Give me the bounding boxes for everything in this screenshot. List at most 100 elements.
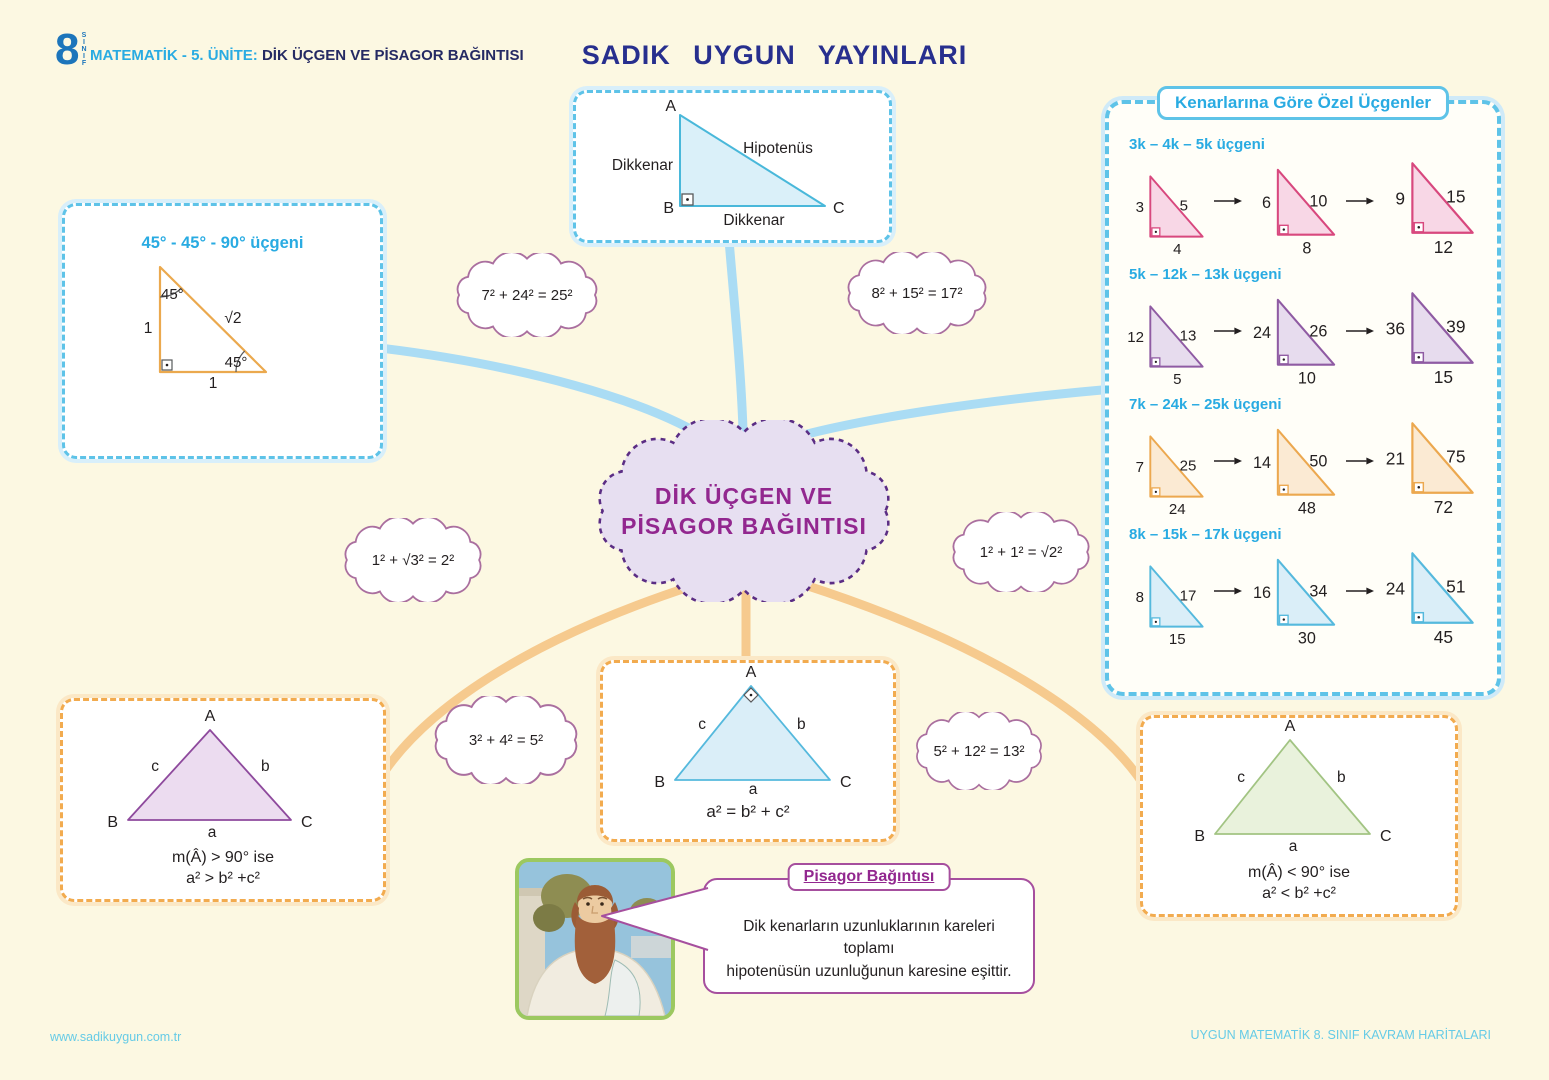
- svg-text:25: 25: [1180, 457, 1197, 474]
- svg-text:b: b: [261, 758, 270, 775]
- section-title: 8k – 15k – 17k üçgeni: [1129, 526, 1282, 543]
- svg-text:45: 45: [1434, 627, 1453, 647]
- svg-text:50: 50: [1309, 453, 1327, 471]
- scale-arrow-icon: [1213, 587, 1242, 595]
- svg-text:B: B: [654, 774, 665, 791]
- svg-text:17: 17: [1180, 587, 1197, 604]
- scale-arrow-icon: [1213, 457, 1242, 465]
- acute-triangle-figure: A B C c b a: [1194, 718, 1391, 855]
- website-link[interactable]: www.sadikuygun.com.tr: [50, 1030, 182, 1044]
- svg-text:b: b: [797, 716, 806, 733]
- speech-pointer: [601, 887, 709, 951]
- central-topic-cloud: DİK ÜÇGEN VE PİSAGOR BAĞINTISI: [588, 420, 900, 602]
- svg-text:8: 8: [1136, 589, 1144, 606]
- grade-number: 8: [55, 25, 80, 74]
- triangle-8-15-17: 8 17 15: [1136, 565, 1204, 648]
- triangle-10-24-26: 24 26 10: [1253, 298, 1335, 387]
- svg-text:A: A: [746, 664, 757, 681]
- triangle-21-72-75: 21 75 72: [1386, 422, 1474, 517]
- bubble-text-line-1: Dik kenarların uzunluklarının kareleri t…: [743, 918, 995, 958]
- section-5k-12k-13k: 5k – 12k – 13k üçgeni 12 13 5 24 26 10: [1113, 266, 1493, 392]
- left-box-title: 45° - 45° - 90° üçgeni: [141, 234, 304, 252]
- grade-word: SINIF: [80, 32, 88, 67]
- special-triangles-panel: Kenarlarına Göre Özel Üçgenler 3k – 4k –…: [1105, 86, 1501, 696]
- section-title: 5k – 12k – 13k üçgeni: [1129, 266, 1282, 283]
- triangle-15-36-39: 36 39 15: [1386, 292, 1474, 387]
- svg-text:5: 5: [1173, 371, 1181, 388]
- leg-label-left: Dikkenar: [612, 157, 673, 174]
- svg-text:21: 21: [1386, 448, 1405, 468]
- svg-text:C: C: [840, 774, 852, 791]
- svg-text:24: 24: [1386, 578, 1406, 598]
- section-8k-15k-17k: 8k – 15k – 17k üçgeni 8 17 15 16 34 30: [1113, 526, 1493, 652]
- condition-line: m(Â) < 90° ise: [1248, 864, 1350, 881]
- svg-text:13: 13: [1180, 327, 1197, 344]
- acute-triangle-box: A B C c b a m(Â) < 90° ise a² < b² +c²: [1140, 715, 1458, 917]
- unit-heading: MATEMATİK - 5. ÜNİTE: DİK ÜÇGEN VE PİSAG…: [90, 47, 524, 64]
- svg-text:b: b: [1337, 769, 1346, 786]
- svg-text:c: c: [698, 716, 706, 733]
- equation-cloud-1-sqrt3-2: 1² + √3² = 2²: [340, 518, 486, 602]
- equation-cloud-8-15-17: 8² + 15² = 17²: [843, 252, 991, 334]
- svg-text:16: 16: [1253, 584, 1271, 602]
- obtuse-triangle-box: A B C c b a m(Â) > 90° ise a² > b² +c²: [60, 698, 386, 902]
- svg-text:4: 4: [1173, 241, 1181, 258]
- hypotenuse-value: √2: [224, 310, 241, 327]
- svg-text:24: 24: [1169, 501, 1186, 518]
- vertex-a-label: A: [665, 98, 676, 115]
- leg-label-bottom: Dikkenar: [723, 212, 784, 229]
- angle-right-label: 45°: [225, 354, 248, 371]
- leg-bottom-value: 1: [209, 375, 218, 392]
- svg-text:12: 12: [1127, 329, 1144, 346]
- svg-text:15: 15: [1446, 187, 1465, 207]
- triangle-3-4-5: 3 5 4: [1136, 175, 1204, 258]
- svg-text:48: 48: [1298, 499, 1316, 517]
- inequality-line: a² > b² +c²: [186, 870, 260, 887]
- svg-text:3: 3: [1136, 199, 1144, 216]
- vertex-b-label: B: [663, 200, 674, 217]
- pythagorean-formula: a² = b² + c²: [706, 802, 790, 821]
- triangle-14-48-50: 14 50 48: [1253, 428, 1335, 517]
- bubble-text-line-2: hipotenüsün uzunluğunun karesine eşittir…: [726, 962, 1012, 980]
- leg-left-value: 1: [144, 320, 153, 337]
- svg-text:8: 8: [1302, 239, 1311, 257]
- svg-text:39: 39: [1446, 317, 1465, 337]
- triangle-5-12-13: 12 13 5: [1127, 305, 1204, 388]
- series-title: UYGUN MATEMATİK 8. SINIF KAVRAM HARİTALA…: [1190, 1028, 1491, 1042]
- panel-title: Kenarlarına Göre Özel Üçgenler: [1156, 86, 1450, 120]
- triangle-24-45-51: 24 51 45: [1386, 552, 1474, 647]
- section-title: 7k – 24k – 25k üçgeni: [1129, 396, 1282, 413]
- svg-text:c: c: [151, 758, 159, 775]
- svg-text:a: a: [208, 824, 217, 841]
- svg-text:B: B: [1194, 828, 1205, 845]
- 45-45-90-triangle-figure: 45° 45° 1 1 √2: [144, 265, 268, 392]
- equation-cloud-3-4-5: 3² + 4² = 5²: [430, 696, 582, 784]
- svg-text:10: 10: [1298, 369, 1316, 387]
- obtuse-triangle-figure: A B C c b a: [107, 708, 312, 841]
- svg-text:a: a: [749, 781, 758, 795]
- scale-arrow-icon: [1345, 457, 1374, 465]
- triangle-6-8-10: 6 10 8: [1262, 168, 1335, 257]
- triangle-9-12-15: 9 15 12: [1395, 162, 1474, 257]
- svg-text:A: A: [1285, 718, 1296, 735]
- svg-text:15: 15: [1169, 631, 1186, 648]
- section-3k-4k-5k: 3k – 4k – 5k üçgeni 3 5 4 6 10 8: [1113, 136, 1493, 262]
- section-7k-24k-25k: 7k – 24k – 25k üçgeni 7 25 24 14 50 48: [1113, 396, 1493, 522]
- svg-text:15: 15: [1434, 367, 1453, 387]
- svg-text:10: 10: [1309, 193, 1327, 211]
- topic-line-2: PİSAGOR BAĞINTISI: [621, 512, 867, 539]
- equation-cloud-1-1-sqrt2: 1² + 1² = √2²: [948, 512, 1094, 592]
- unit-title: DİK ÜÇGEN VE PİSAGOR BAĞINTISI: [261, 47, 524, 64]
- isosceles-right-triangle-box: 45° - 45° - 90° üçgeni 45° 45° 1 1 √2: [62, 203, 383, 459]
- svg-text:c: c: [1237, 769, 1245, 786]
- right-triangle-apex-figure: A B C c b a: [654, 664, 852, 798]
- svg-text:26: 26: [1309, 323, 1327, 341]
- triangle-16-30-34: 16 34 30: [1253, 558, 1335, 647]
- equation-cloud-7-24-25: 7² + 24² = 25²: [452, 253, 602, 337]
- scale-arrow-icon: [1345, 327, 1374, 335]
- unit-prefix: MATEMATİK - 5. ÜNİTE:: [90, 47, 258, 64]
- svg-text:75: 75: [1446, 447, 1465, 467]
- condition-line: m(Â) > 90° ise: [172, 849, 274, 866]
